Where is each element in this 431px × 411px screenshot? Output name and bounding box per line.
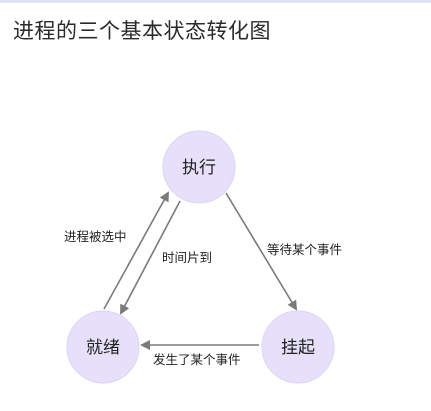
edge-label-running-to-blocked: 等待某个事件 (267, 242, 342, 257)
edge-label-running-to-ready: 时间片到 (162, 250, 212, 265)
edge-running-to-ready (120, 200, 181, 315)
state-node-blocked: 挂起 (261, 310, 335, 384)
state-node-running: 执行 (162, 130, 236, 204)
diagram-title: 进程的三个基本状态转化图 (13, 19, 271, 43)
state-label-ready: 就绪 (86, 338, 120, 358)
edge-running-to-blocked (225, 192, 298, 311)
edge-label-blocked-to-ready: 发生了某个事件 (153, 352, 241, 367)
state-label-running: 执行 (182, 158, 216, 178)
state-label-blocked: 挂起 (281, 338, 315, 358)
state-node-ready: 就绪 (66, 310, 140, 384)
edge-ready-to-running (103, 191, 169, 310)
edge-label-ready-to-running: 进程被选中 (64, 229, 127, 244)
state-diagram: 执行 就绪 挂起 进程被选中 时间片到 等待某个事件 发生了某个事件 (64, 130, 342, 384)
